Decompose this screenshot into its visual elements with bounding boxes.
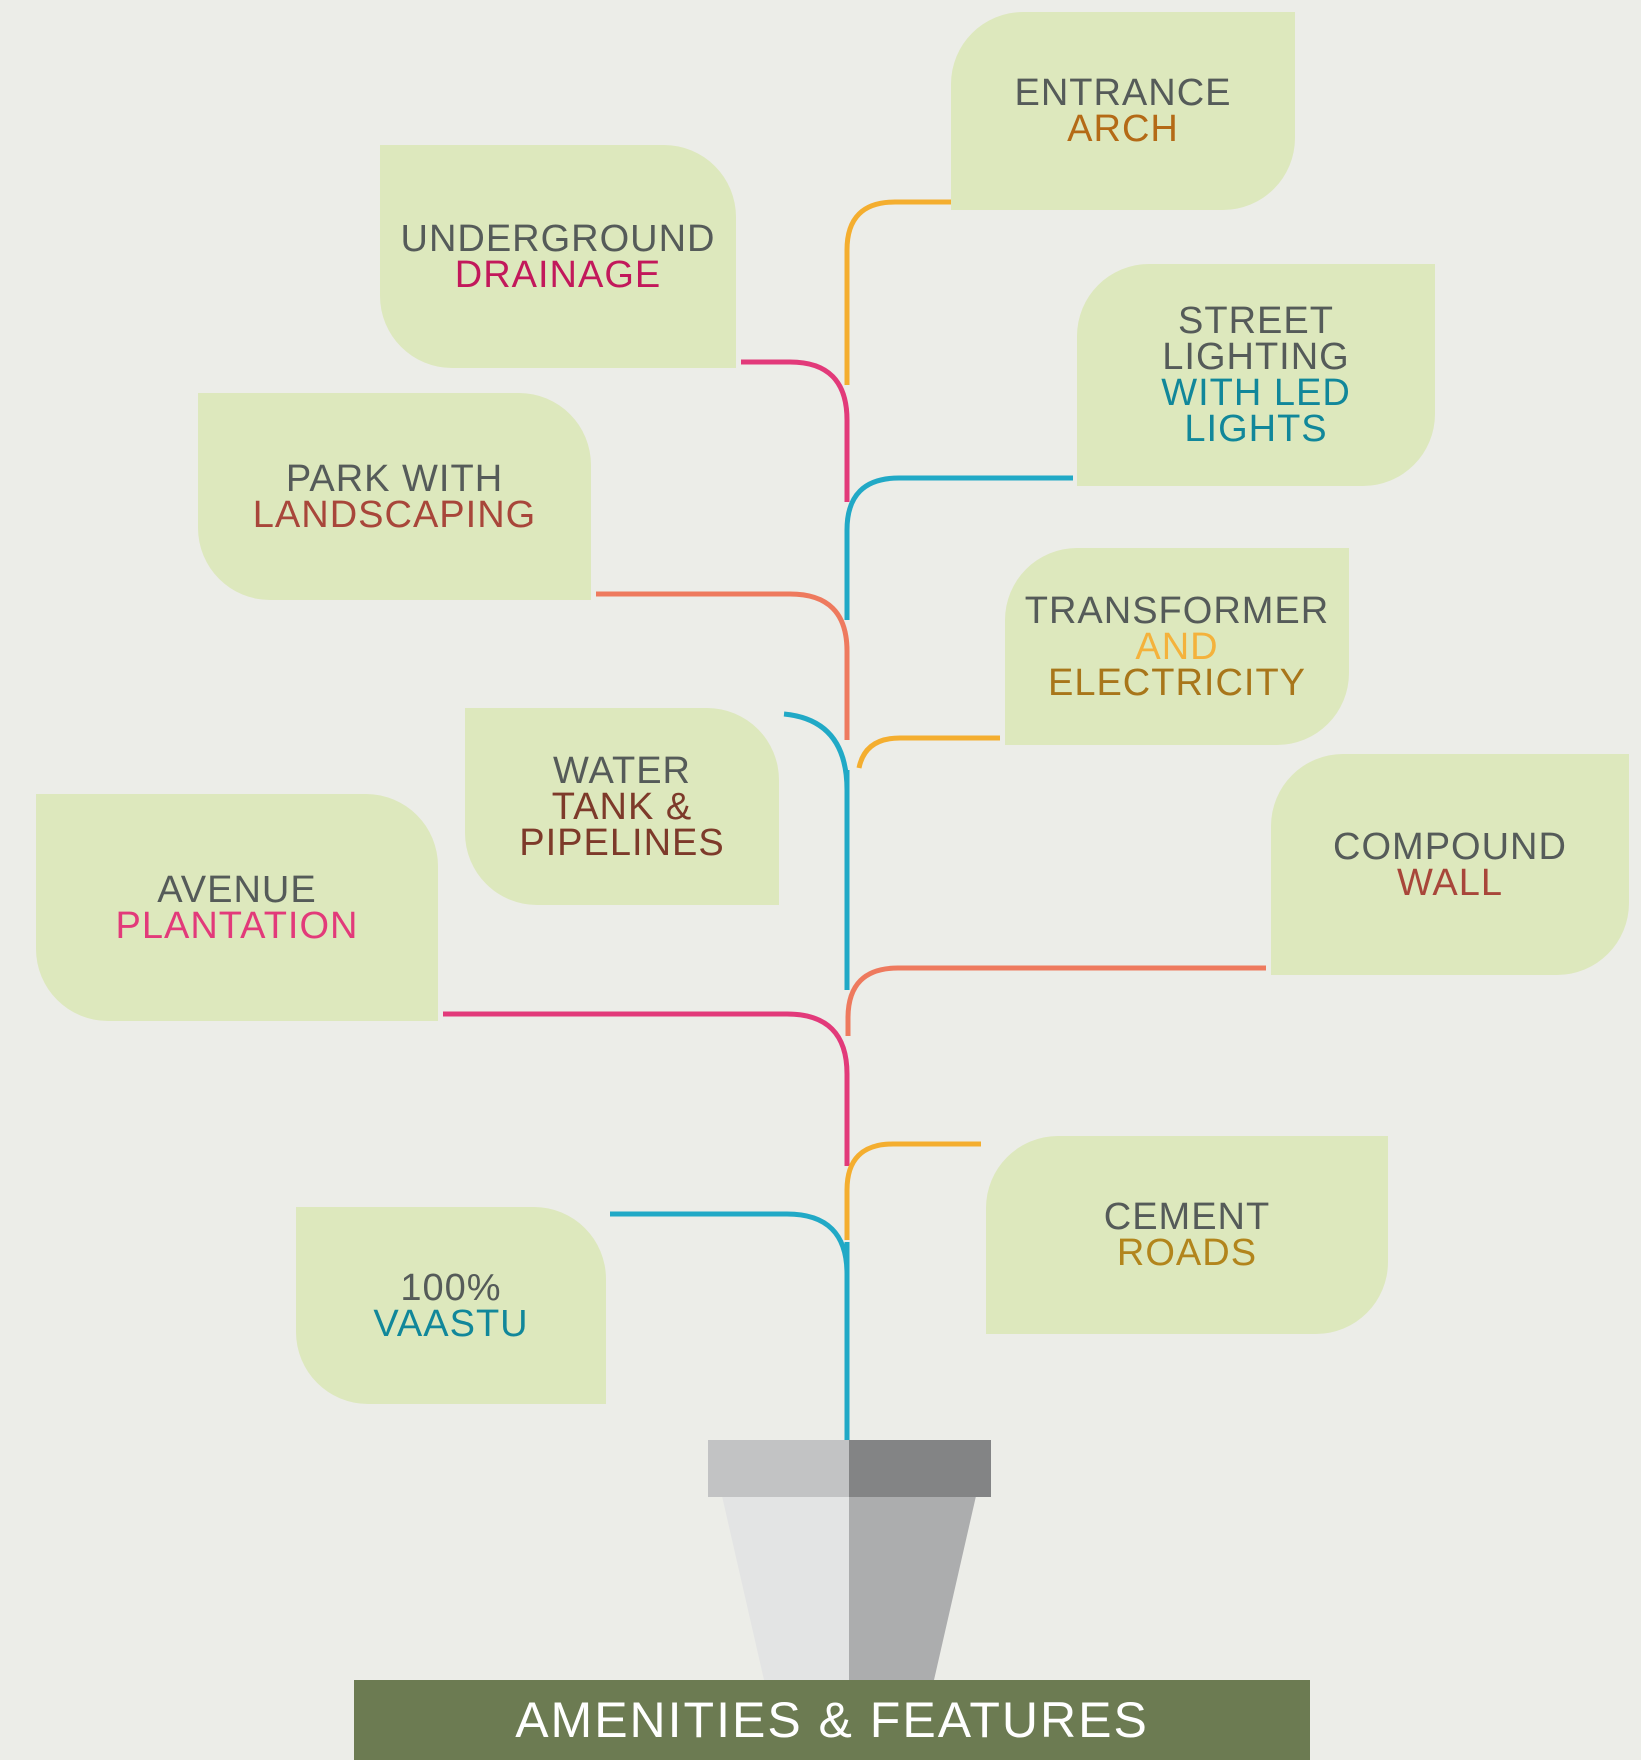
entrance-arch-line-2: ARCH: [1067, 108, 1179, 150]
entrance-arch-line-1: ENTRANCE: [1014, 72, 1232, 114]
water-tank-line-2: TANK &: [551, 785, 693, 828]
branch-park-landscaping: [596, 591, 850, 740]
water-tank-line-1: WATER: [553, 749, 691, 792]
branch-underground-drainage: [741, 359, 850, 502]
pot-body-left: [722, 1496, 849, 1680]
branch-entrance-arch: [844, 199, 951, 385]
branch-compound-wall: [845, 965, 1266, 1036]
compound-wall-line-1: COMPOUND: [1333, 825, 1567, 868]
water-tank-line-3: PIPELINES: [519, 821, 725, 864]
vaastu-line-1: 100%: [400, 1266, 502, 1309]
branch-cement-roads: [844, 1141, 981, 1240]
leaf-vaastu: 100%VAASTU: [296, 1207, 606, 1404]
transformer-line-1: TRANSFORMER: [1024, 589, 1330, 632]
street-lighting-line-4: LIGHTS: [1184, 408, 1328, 450]
transformer-line-2: AND: [1135, 625, 1219, 668]
pot-rim-right: [849, 1440, 991, 1497]
vaastu-line-2: VAASTU: [373, 1302, 529, 1345]
transformer-line-3: ELECTRICITY: [1047, 661, 1307, 704]
branch-street-lighting: [844, 475, 1073, 620]
amenities-banner: AMENITIES & FEATURES: [354, 1680, 1310, 1760]
underground-drainage-line-1: UNDERGROUND: [400, 217, 716, 260]
pot-rim-left: [708, 1440, 849, 1497]
street-lighting-line-3: WITH LED: [1161, 372, 1351, 414]
underground-drainage-line-2: DRAINAGE: [454, 253, 662, 296]
branch-water-tank: [783, 711, 850, 990]
street-lighting-line-1: STREET: [1178, 300, 1334, 342]
branch-avenue-plantation: [443, 1011, 850, 1166]
park-landscaping-line-2: LANDSCAPING: [252, 493, 537, 536]
cement-roads-line-1: CEMENT: [1103, 1196, 1271, 1238]
branch-vaastu: [610, 1211, 850, 1440]
branch-transformer: [856, 735, 1000, 769]
street-lighting-line-2: LIGHTING: [1162, 336, 1350, 378]
banner-title: AMENITIES & FEATURES: [515, 1692, 1149, 1748]
pot-body-right: [849, 1496, 976, 1680]
compound-wall-line-2: WALL: [1396, 861, 1504, 904]
cement-roads-line-2: ROADS: [1116, 1232, 1258, 1274]
avenue-plantation-line-1: AVENUE: [157, 868, 317, 911]
avenue-plantation-line-2: PLANTATION: [115, 904, 359, 947]
park-landscaping-line-1: PARK WITH: [285, 457, 504, 500]
